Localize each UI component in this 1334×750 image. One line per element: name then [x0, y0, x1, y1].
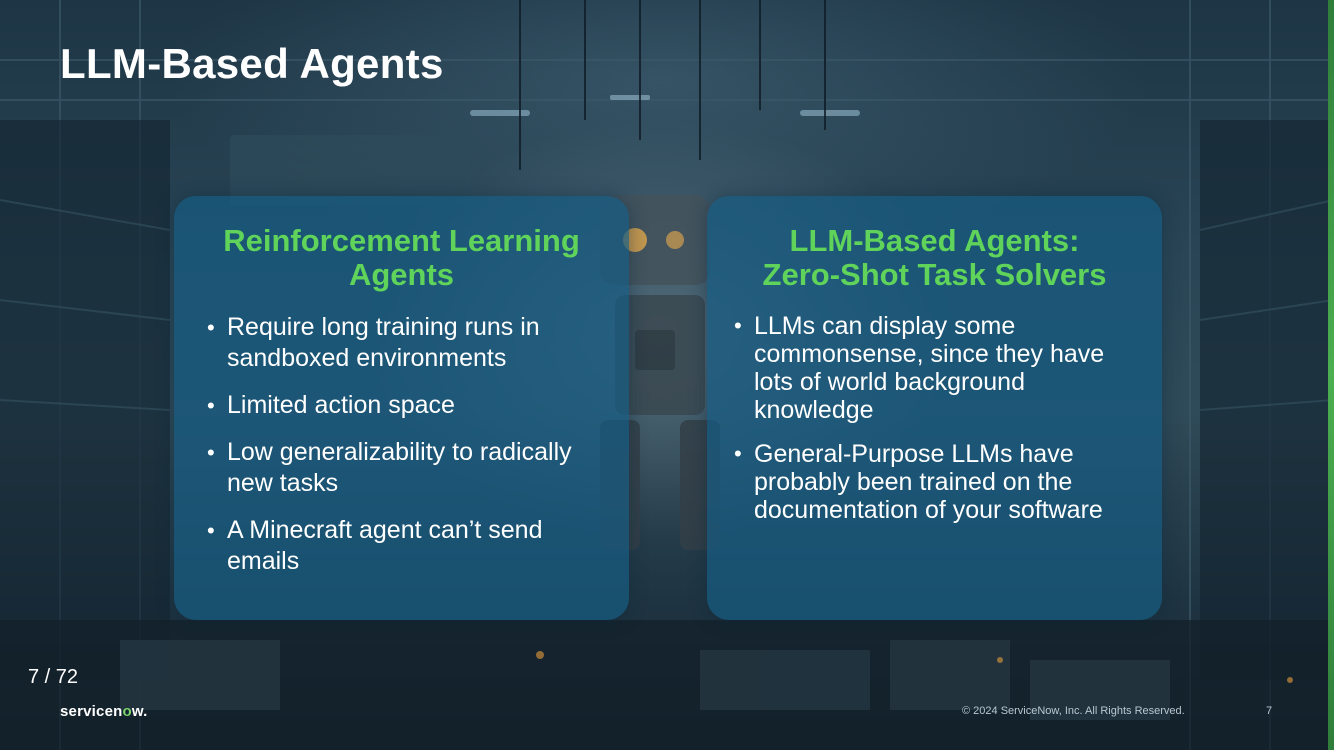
llm-agents-title-line2: Zero-Shot Task Solvers — [762, 257, 1107, 292]
page-counter: 7 / 72 — [28, 666, 79, 688]
rl-agents-bullet-list: Require long training runs in sandboxed … — [207, 312, 607, 593]
bullet-item: A Minecraft agent can’t send emails — [207, 515, 607, 577]
llm-agents-card-title: LLM-Based Agents: Zero-Shot Task Solvers — [707, 196, 1162, 292]
slide-number: 7 — [1266, 705, 1273, 717]
logo-text-suffix: w. — [131, 703, 148, 720]
bullet-item: LLMs can display some commonsense, since… — [734, 312, 1144, 424]
rl-agents-title-line2: Agents — [348, 257, 455, 292]
copyright-notice: © 2024 ServiceNow, Inc. All Rights Reser… — [962, 705, 1185, 717]
logo-text-o: o — [122, 703, 132, 720]
llm-agents-card: LLM-Based Agents: Zero-Shot Task Solvers… — [707, 196, 1162, 620]
servicenow-logo: servicenow. — [60, 703, 148, 720]
accent-edge-bar — [1328, 0, 1334, 750]
bullet-item: Require long training runs in sandboxed … — [207, 312, 607, 374]
llm-agents-title-line1: LLM-Based Agents: — [789, 223, 1080, 258]
rl-agents-card-title: Reinforcement Learning Agents — [174, 196, 629, 292]
bullet-item: Limited action space — [207, 390, 607, 421]
slide-title: LLM-Based Agents — [60, 40, 444, 87]
bullet-item: General-Purpose LLMs have probably been … — [734, 440, 1144, 524]
logo-text-prefix: servicen — [60, 703, 123, 720]
bullet-item: Low generalizability to radically new ta… — [207, 437, 607, 499]
rl-agents-title-line1: Reinforcement Learning — [223, 223, 580, 258]
llm-agents-bullet-list: LLMs can display some commonsense, since… — [734, 312, 1144, 540]
rl-agents-card: Reinforcement Learning Agents Require lo… — [174, 196, 629, 620]
